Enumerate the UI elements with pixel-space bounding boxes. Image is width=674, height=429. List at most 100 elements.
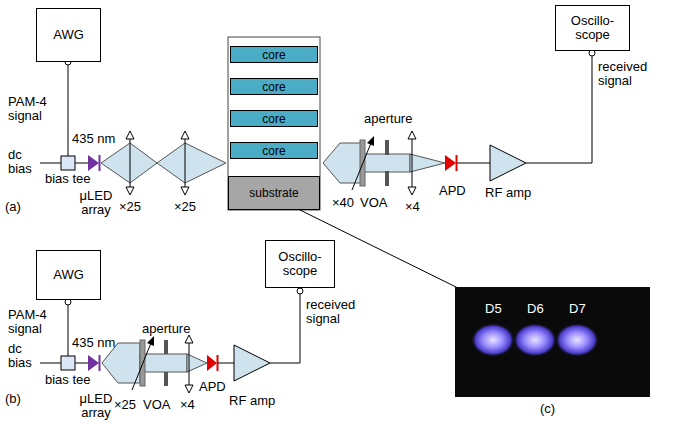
lens-beam: [101, 143, 157, 183]
part-label: μLED array: [75, 189, 117, 217]
part-label: ×25: [119, 200, 141, 214]
waveguide-core: core: [230, 110, 318, 127]
input-wiring-b: [40, 305, 88, 363]
led-bar: [99, 355, 101, 371]
part-label: 435 nm: [72, 336, 115, 350]
box-text: AWG: [53, 268, 84, 282]
part-label: VOA: [143, 398, 170, 412]
wire: [526, 56, 592, 163]
part-label: ×4: [180, 398, 195, 412]
part-label: APD: [199, 380, 226, 394]
port-dot: [297, 288, 303, 294]
waveguide-core: core: [230, 142, 318, 159]
part-label: dc bias: [8, 342, 38, 370]
instrument-box: AWG: [36, 250, 101, 300]
lens-head: [408, 131, 416, 139]
bias-tee-symbol: [61, 356, 75, 370]
lens-beam: [157, 143, 226, 183]
lens-symbol: [126, 131, 189, 195]
box-text: core: [262, 48, 285, 62]
signal-wire: [68, 305, 69, 356]
led-wire: [75, 363, 88, 364]
wire: [270, 294, 300, 363]
lens-head: [181, 187, 189, 195]
focus-beam: [187, 354, 207, 372]
input-wiring-a: [40, 65, 88, 163]
box-text: core: [262, 80, 285, 94]
lens-symbol: [408, 131, 416, 195]
lens-line: [130, 139, 131, 187]
beam: [140, 354, 187, 372]
amplifier-symbol: [234, 345, 270, 381]
signal-wire: [68, 65, 69, 156]
light-spot: [555, 323, 599, 357]
part-label: (c): [540, 402, 555, 416]
led-symbol: [88, 355, 99, 371]
output-photo: [455, 287, 650, 397]
aperture-plate: [385, 171, 389, 186]
lens-head: [408, 187, 416, 195]
instrument-box: AWG: [36, 8, 101, 62]
voa-arrow: [132, 343, 151, 390]
apd-symbol: [207, 355, 217, 371]
light-spot: [471, 323, 515, 357]
aperture-plate: [164, 372, 168, 386]
aperture-plate: [385, 140, 389, 155]
part-label: ×4: [405, 200, 420, 214]
part-label: D7: [569, 302, 586, 316]
aperture-plate: [164, 340, 168, 354]
waveguide-core: core: [230, 46, 318, 63]
part-label: PAM-4 signal: [8, 95, 54, 123]
box-text: Oscillo-scope: [269, 250, 331, 278]
wire: [218, 363, 234, 364]
part-label: PAM-4 signal: [8, 308, 54, 336]
lens-head: [126, 131, 134, 139]
lens-symbol: [185, 335, 193, 393]
part-label: ×25: [174, 200, 196, 214]
led-symbol: [88, 155, 99, 171]
focus-beam: [410, 154, 445, 172]
wire: [457, 163, 490, 164]
part-label: RF amp: [485, 186, 531, 200]
voa-arrow-head: [147, 336, 154, 346]
part-label: bias tee: [45, 172, 91, 186]
box-text: substrate: [249, 186, 298, 200]
voa-arrow-head: [367, 136, 374, 146]
waveguide-core: core: [230, 78, 318, 95]
part-label: aperture: [364, 112, 412, 126]
box-text: core: [262, 144, 285, 158]
part-label: D5: [485, 302, 502, 316]
light-spot: [513, 323, 557, 357]
apd-symbol: [445, 155, 456, 171]
part-label: APD: [439, 184, 466, 198]
part-label: dc bias: [8, 148, 38, 176]
part-label: received signal: [306, 298, 368, 326]
beam: [362, 154, 410, 172]
part-label: ×25: [114, 398, 136, 412]
part-label: RF amp: [229, 394, 275, 408]
part-label: bias tee: [45, 373, 91, 387]
box-text: AWG: [53, 28, 84, 42]
part-label: received signal: [598, 60, 660, 88]
objective-beam: [323, 143, 362, 183]
instrument-box: Oscillo-scope: [555, 5, 630, 51]
bias-wire: [40, 363, 61, 364]
part-label: aperture: [142, 322, 190, 336]
lens-head: [185, 335, 193, 343]
amplifier-symbol: [490, 145, 526, 181]
part-label: (a): [5, 200, 21, 214]
substrate-layer: substrate: [228, 176, 320, 210]
waveguide-stack: [228, 37, 320, 210]
voa-arrow: [352, 143, 371, 190]
lens-head: [185, 385, 193, 393]
lens-line: [412, 139, 413, 187]
lens-line: [189, 343, 190, 385]
lens-head: [181, 131, 189, 139]
part-label: VOA: [360, 196, 387, 210]
box-text: core: [262, 112, 285, 126]
part-label: (b): [5, 392, 21, 406]
bias-tee-symbol: [61, 156, 75, 170]
lens-head: [126, 187, 134, 195]
part-label: ×40: [332, 196, 354, 210]
